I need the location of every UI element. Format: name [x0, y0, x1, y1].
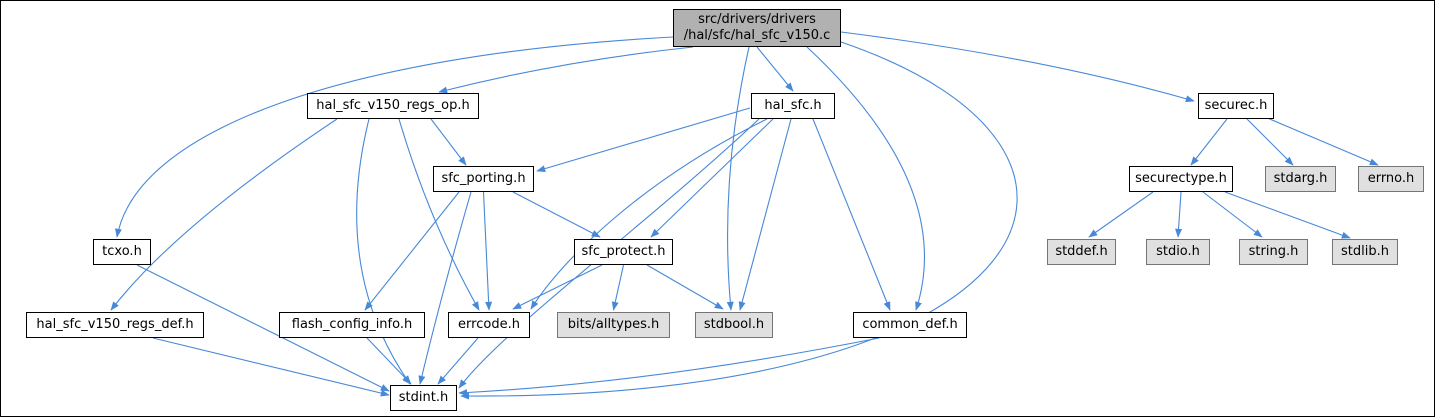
edge-regs_op-to-sfc_porting — [430, 118, 467, 166]
node-errno: errno.h — [1358, 166, 1424, 192]
edge-main-to-hal_sfc — [756, 46, 794, 92]
edge-regs_def-to-stdint — [152, 337, 390, 397]
edge-securectype-to-stdlib — [1224, 191, 1351, 239]
edge-hal_sfc-to-stdbool — [738, 118, 792, 311]
edge-main-to-common_def — [806, 46, 925, 311]
node-stdbool: stdbool.h — [695, 312, 773, 338]
node-sfc_protect[interactable]: sfc_protect.h — [574, 239, 673, 265]
node-stdint[interactable]: stdint.h — [390, 385, 457, 411]
edge-hal_sfc-to-sfc_porting — [536, 107, 751, 173]
edge-hal_sfc-to-common_def — [812, 118, 891, 311]
node-hal_sfc[interactable]: hal_sfc.h — [751, 93, 835, 119]
node-stdarg: stdarg.h — [1265, 166, 1336, 192]
edge-securectype-to-stdio — [1175, 191, 1183, 238]
node-alltypes: bits/alltypes.h — [557, 312, 670, 338]
node-stdlib: stdlib.h — [1332, 239, 1398, 265]
edge-main-to-stdbool — [726, 46, 750, 311]
edge-sfc_protect-to-alltypes — [611, 264, 625, 311]
node-regs_op[interactable]: hal_sfc_v150_regs_op.h — [307, 93, 479, 119]
node-main: src/drivers/drivers /hal/sfc/hal_sfc_v15… — [673, 9, 841, 47]
edge-regs_op-to-errcode — [398, 118, 480, 311]
edge-sfc_porting-to-errcode — [482, 191, 493, 311]
edge-hal_sfc-to-errcode — [530, 118, 768, 310]
node-common_def[interactable]: common_def.h — [853, 312, 967, 338]
node-sfc_porting[interactable]: sfc_porting.h — [433, 166, 534, 192]
node-errcode[interactable]: errcode.h — [448, 312, 530, 338]
edge-securec-to-stdarg — [1246, 118, 1294, 166]
edge-main-to-securec — [840, 31, 1195, 103]
edge-sfc_protect-to-errcode — [512, 264, 603, 310]
node-flash_config_info[interactable]: flash_config_info.h — [279, 312, 425, 338]
node-stdio: stdio.h — [1146, 239, 1210, 265]
edge-main-to-regs_op — [438, 46, 694, 94]
edge-regs_op-to-regs_def — [110, 118, 338, 311]
edge-hal_sfc-to-sfc_protect — [650, 118, 774, 238]
edge-sfc_protect-to-stdbool — [646, 264, 724, 310]
edge-flash_config_info-to-stdint — [366, 337, 412, 385]
node-string: string.h — [1239, 239, 1308, 265]
edge-main-to-tcxo — [115, 36, 674, 238]
edge-common_def-to-stdint — [458, 337, 880, 397]
node-stddef: stddef.h — [1047, 239, 1116, 265]
edge-sfc_porting-to-sfc_protect — [512, 191, 601, 238]
edge-main-to-stdint — [460, 41, 1018, 400]
edge-sfc_porting-to-stdint — [418, 191, 472, 385]
node-securec[interactable]: securec.h — [1198, 93, 1274, 119]
edge-errcode-to-stdint — [437, 337, 479, 385]
edge-regs_op-to-stdint — [356, 118, 411, 385]
edge-sfc_porting-to-flash_config_info — [364, 191, 460, 311]
node-regs_def[interactable]: hal_sfc_v150_regs_def.h — [26, 312, 204, 338]
edge-tcxo-to-stdint — [136, 264, 390, 392]
edge-securec-to-errno — [1264, 116, 1379, 166]
edge-securectype-to-string — [1202, 191, 1263, 238]
node-tcxo[interactable]: tcxo.h — [93, 239, 151, 265]
edge-hal_sfc-to-stdint — [458, 118, 760, 389]
edge-securectype-to-stddef — [1088, 191, 1154, 238]
node-securectype[interactable]: securectype.h — [1129, 166, 1233, 192]
edge-securec-to-securectype — [1190, 118, 1228, 166]
